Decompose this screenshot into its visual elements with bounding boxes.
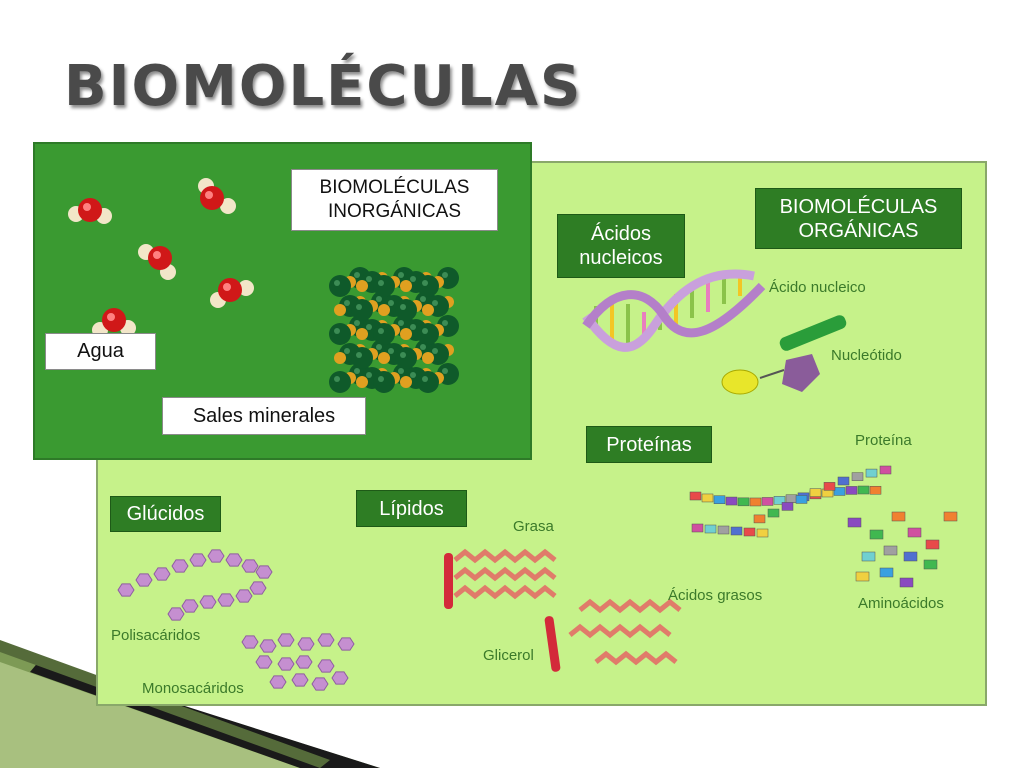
monosaccharides-caption: Monosacáridos	[142, 680, 244, 697]
lipids-label: Lípidos	[356, 490, 467, 527]
water-molecules-illustration	[68, 178, 254, 338]
salt-crystal-illustration	[329, 267, 459, 393]
inorganic-heading-line2: INORGÁNICAS	[327, 201, 462, 222]
nucleotide-illustration	[721, 315, 847, 395]
organic-heading-line1: BIOMOLÉCULAS	[779, 195, 938, 218]
proteins-label: Proteínas	[586, 426, 712, 463]
salts-label: Sales minerales	[162, 397, 366, 435]
glycerol-bar	[544, 616, 561, 672]
fatty-acids-caption: Ácidos grasos	[668, 587, 763, 604]
fat-caption: Grasa	[513, 518, 554, 535]
water-molecule	[210, 278, 254, 308]
carbs-label: Glúcidos	[110, 496, 221, 532]
water-molecule	[138, 244, 176, 280]
glycerol-caption: Glicerol	[483, 647, 534, 664]
organic-heading-line2: ORGÁNICAS	[798, 219, 919, 242]
organic-heading: BIOMOLÉCULAS ORGÁNICAS	[755, 188, 962, 249]
nucleic-acids-label: Ácidos nucleicos	[557, 214, 685, 278]
glycerol-bar	[444, 553, 453, 609]
polysaccharides-caption: Polisacáridos	[111, 627, 201, 644]
water-molecule	[198, 178, 236, 214]
amino-acids-caption: Aminoácidos	[858, 595, 944, 612]
water-label: Agua	[45, 333, 156, 370]
protein-caption: Proteína	[855, 432, 912, 449]
inorganic-heading: BIOMOLÉCULAS INORGÁNICAS	[291, 169, 498, 231]
dna-helix-illustration	[582, 269, 766, 352]
nucleic-acids-line2: nucleicos	[579, 247, 663, 269]
nucleic-acids-line1: Ácidos	[590, 223, 652, 245]
nucleotide-caption: Nucleótido	[831, 347, 902, 364]
page-title: BIOMOLÉCULAS	[64, 54, 583, 119]
inorganic-heading-line1: BIOMOLÉCULAS	[319, 177, 470, 199]
nucleic-acid-caption: Ácido nucleico	[769, 279, 866, 296]
water-molecule	[68, 198, 112, 224]
